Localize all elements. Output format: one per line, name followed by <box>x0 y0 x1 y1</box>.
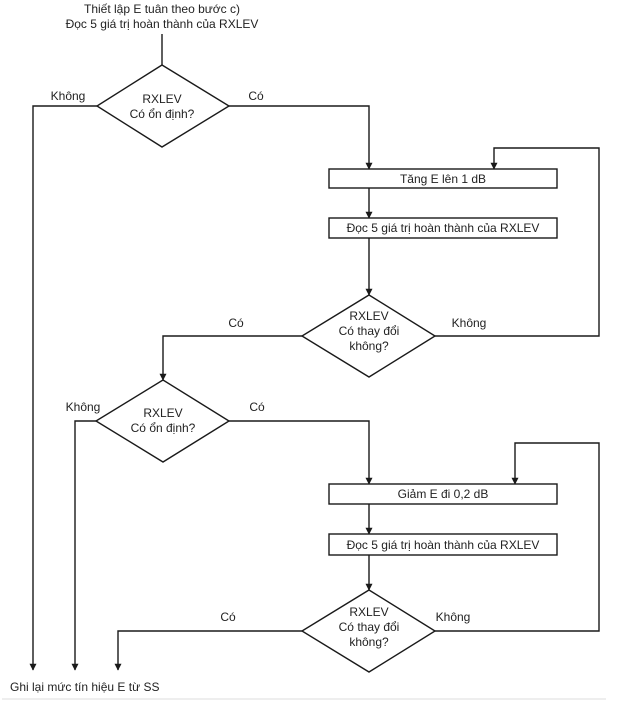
edge-label-changed-1-yes: Có <box>228 316 244 330</box>
edge-label-stable-2-no: Không <box>66 400 101 414</box>
edge-changed-1-yes <box>159 335 302 381</box>
process-box <box>328 483 558 505</box>
decision-stable-1: RXLEV Có ổn định? <box>95 64 231 148</box>
edge-changed-1-no-loop <box>435 147 600 337</box>
edge-stable-1-no <box>29 105 97 671</box>
edge-changed-2-yes <box>114 630 302 671</box>
edge-label-changed-2-no: Không <box>436 610 471 624</box>
decision-text: RXLEV <box>349 309 388 323</box>
process-box <box>328 217 558 239</box>
decision-text: Có thay đổi <box>339 620 400 634</box>
edge-label-stable-1-no: Không <box>51 89 86 103</box>
decision-diamond <box>300 294 437 378</box>
end-text: Ghi lại mức tín hiệu E từ SS <box>10 680 159 694</box>
decision-text: Có ổn định? <box>131 421 196 435</box>
decision-text: RXLEV <box>142 92 181 106</box>
process-read-2: Đọc 5 giá trị hoàn thành của RXLEV <box>328 533 558 556</box>
process-text: Tăng E lên 1 dB <box>400 172 486 186</box>
edge-label-stable-1-yes: Có <box>248 89 264 103</box>
edge-label-stable-2-yes: Có <box>249 400 265 414</box>
process-read-1: Đọc 5 giá trị hoàn thành của RXLEV <box>328 217 558 239</box>
decision-diamond <box>300 589 437 673</box>
process-box <box>328 168 558 189</box>
process-decrease: Giảm E đi 0,2 dB <box>328 483 558 505</box>
decision-text: RXLEV <box>349 605 388 619</box>
edge-stable-1-yes <box>229 105 373 170</box>
process-text: Đọc 5 giá trị hoàn thành của RXLEV <box>347 538 540 552</box>
decision-text: RXLEV <box>143 406 182 420</box>
start-text-line-1: Thiết lập E tuân theo bước c) <box>84 2 240 16</box>
edge-label-changed-2-yes: Có <box>220 610 236 624</box>
process-text: Đọc 5 giá trị hoàn thành của RXLEV <box>347 221 540 235</box>
process-increase: Tăng E lên 1 dB <box>328 168 558 189</box>
decision-text: không? <box>349 635 389 649</box>
edge-changed-2-no-loop <box>435 442 600 632</box>
process-box <box>328 533 558 556</box>
decision-changed-1: RXLEV Có thay đổi không? <box>300 294 437 378</box>
decision-changed-2: RXLEV Có thay đổi không? <box>300 589 437 673</box>
decision-text: Có ổn định? <box>130 107 195 121</box>
decision-text: không? <box>349 339 389 353</box>
decision-stable-2: RXLEV Có ổn định? <box>94 379 231 463</box>
decision-diamond <box>94 379 231 463</box>
process-text: Giảm E đi 0,2 dB <box>398 487 489 501</box>
edge-stable-2-yes <box>229 420 373 485</box>
connectors <box>29 34 600 671</box>
edge-stable-2-no <box>71 420 96 671</box>
decision-text: Có thay đổi <box>339 324 400 338</box>
edge-label-changed-1-no: Không <box>452 316 487 330</box>
start-text-line-2: Đọc 5 giá trị hoàn thành của RXLEV <box>66 17 259 31</box>
decision-diamond <box>95 64 231 148</box>
